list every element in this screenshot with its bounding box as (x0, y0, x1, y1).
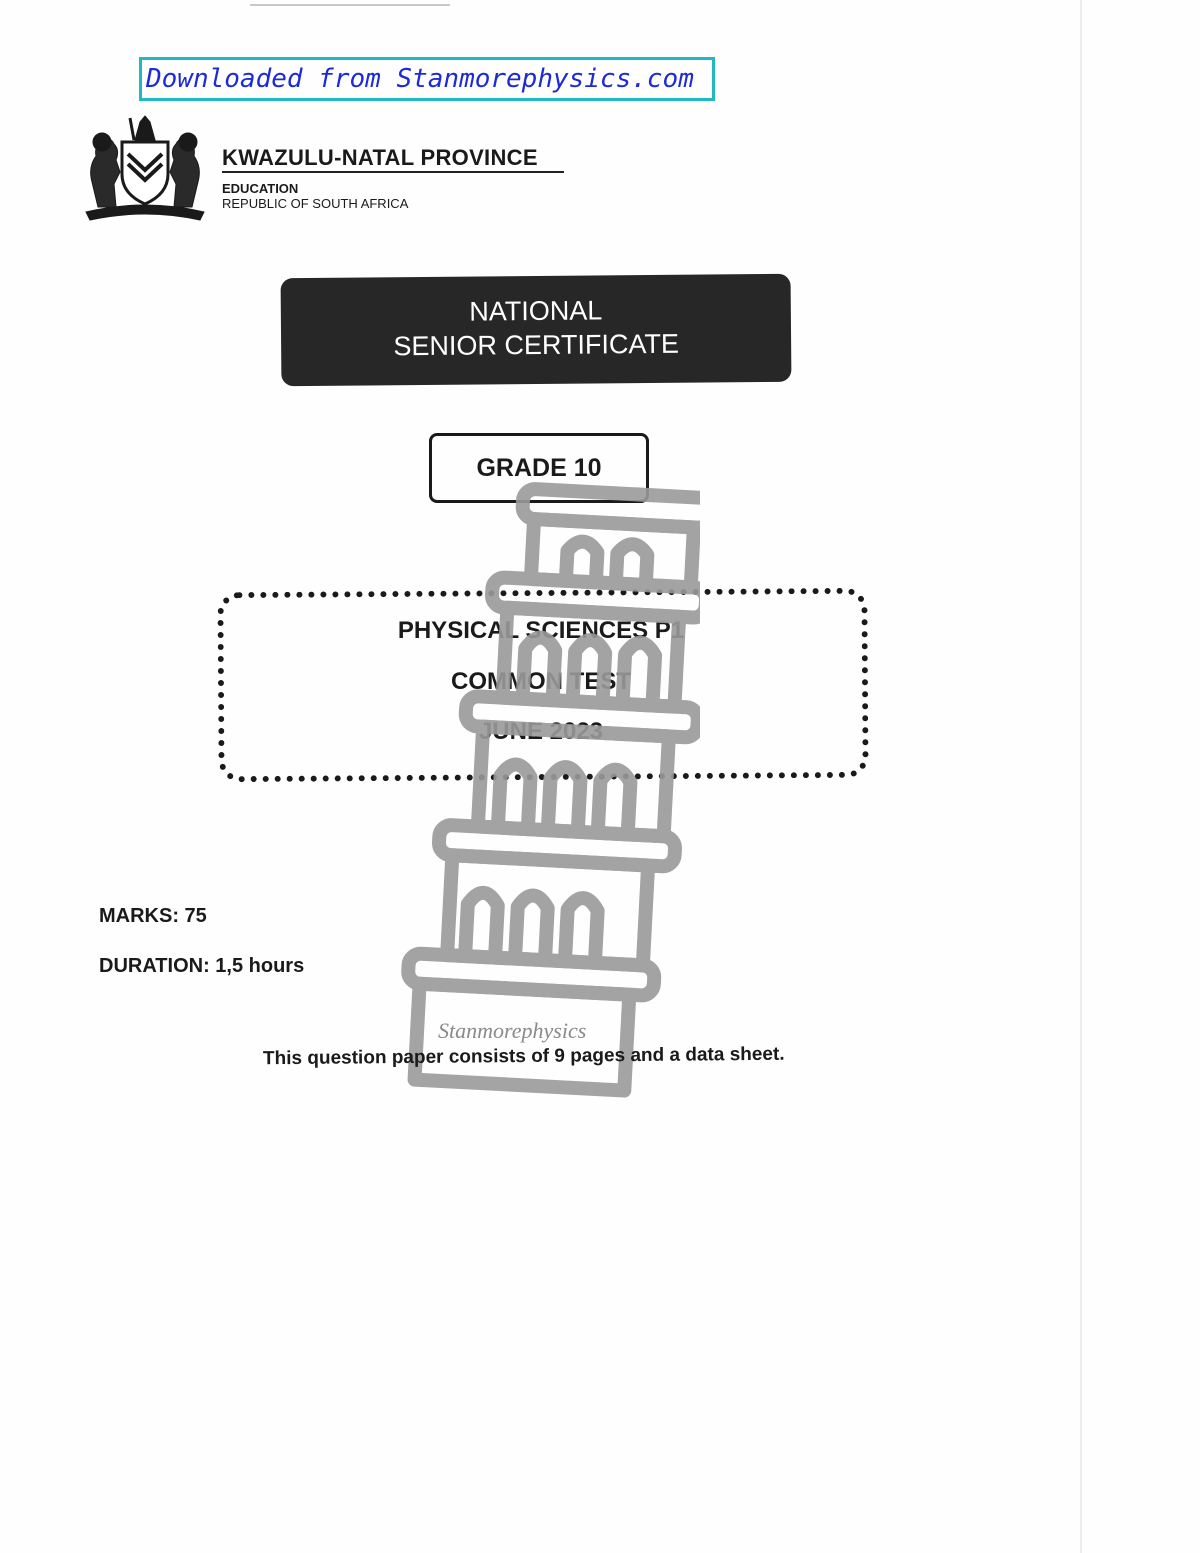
header-divider (222, 171, 564, 173)
scan-edge (1080, 0, 1082, 1553)
marks-info: MARKS: 75 (99, 905, 207, 927)
download-source-banner[interactable]: Downloaded from Stanmorephysics.com (139, 57, 715, 101)
certificate-line-2: SENIOR CERTIFICATE (393, 328, 680, 362)
coat-of-arms-icon (85, 115, 205, 221)
watermark-text: Stanmorephysics (438, 1018, 586, 1043)
page-count-note: This question paper consists of 9 pages … (262, 1043, 785, 1070)
scan-artifact (250, 4, 450, 6)
leaning-tower-icon: Stanmorephysics (401, 482, 700, 1098)
duration-info: DURATION: 1,5 hours (99, 955, 305, 977)
country-name: REPUBLIC OF SOUTH AFRICA (222, 196, 409, 211)
province-title: KWAZULU-NATAL PROVINCE (222, 145, 538, 170)
department-name: EDUCATION (222, 181, 299, 196)
certificate-line-1: NATIONAL (469, 295, 603, 327)
certificate-banner: NATIONAL SENIOR CERTIFICATE (280, 273, 792, 387)
grade-label: GRADE 10 (429, 433, 649, 503)
